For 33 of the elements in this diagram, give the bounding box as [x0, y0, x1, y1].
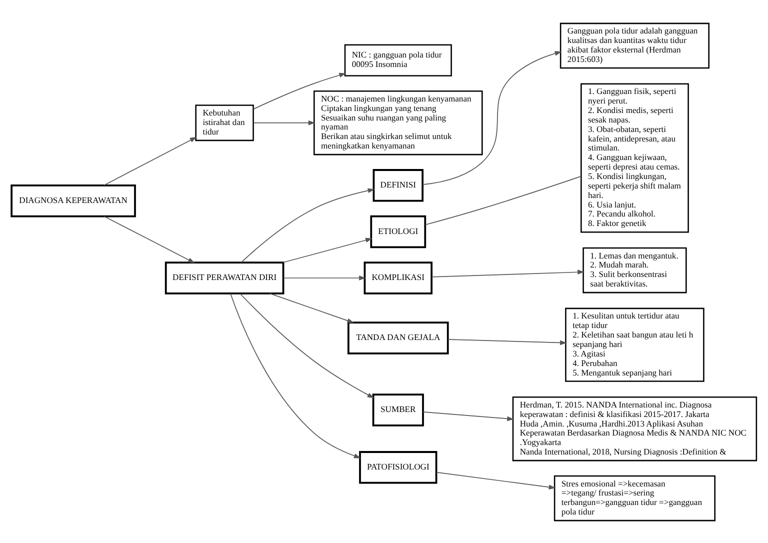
arrow — [431, 269, 584, 277]
arrow — [436, 471, 556, 490]
arrow — [282, 237, 372, 262]
node-box: 1. Lemas dan mengantuk. 2. Mudah marah. 3. Sulit berkonsentrasi saat beraktivitas. — [582, 246, 687, 293]
node-box: TANDA DAN GEJALA — [347, 321, 449, 354]
arrow — [239, 292, 374, 398]
node-box: NOC : manajemen lingkungan kenyamanan Ciptakan lingkungan yang tenang Sesuaikan suhu ruangan yang paling nyaman Berikan atau singkirkan selimut untuk meningkatkan kenyamanan — [314, 90, 483, 155]
arrow — [253, 120, 316, 125]
arrow — [282, 275, 366, 280]
node-box: DEFISIT PERAWATAN DIRI — [164, 261, 284, 294]
arrow — [230, 292, 361, 458]
arrow — [422, 411, 514, 421]
node-box: ETIOLOGI — [370, 214, 426, 248]
arrow — [252, 72, 346, 110]
node-box: KOMPLIKASI — [364, 261, 433, 294]
arrow — [104, 136, 197, 186]
node-box: Kebutuhan istirahat dan tidur — [195, 104, 254, 141]
node-box: DIAGNOSA KEPERAWATAN — [10, 184, 136, 217]
arrow — [269, 292, 354, 322]
node-box: Stres emosional =>kecemasan =>tegang/ frustasi=>sering terbangun=>gangguan tidur =>gangguan pola tidur — [554, 474, 716, 521]
node-box: PATOFISIOLOGI — [359, 450, 438, 484]
node-box: Herdman, T. 2015. NANDA International inc. Diagnosa keperawatan : definisi & klasifikasi 2015-2017. Jakarta Huda ,Amin. ,Kusuma ,Hardhi.2013 Aplikasi Asuhan Keperawatan Berdasarkan Diagnosa Medis & NANDA NIC NOC .Yogyakarta Nanda International, 2018, Nursing Diagnosis :Definition & — [512, 396, 758, 461]
node-box: 1. Gangguan fisik, seperti nyeri perut. 2. Kondisi medis, seperti sesak napas. 3. Obat-obatan, seperti kafein, antidepresan, atau stimulan. 4. Gangguan kejiwaan, seperti depresi atau cemas. 5. Kondisi lingkungan, seperti pekerja shift malam hari. 6. Usia lanjut. 7. Pecandu alkohol. 8. Faktor genetik — [580, 82, 689, 232]
connector — [424, 175, 582, 225]
node-box: Gangguan pola tidur adalah gangguan kualitsas dan kuantitas waktu tidur akibat faktor eksternal (Herdman 2015:603) — [560, 22, 710, 68]
node-box: NIC : gangguan pola tidur 00095 Insomnia — [344, 44, 452, 76]
arrow — [240, 188, 375, 262]
arrow — [422, 50, 562, 184]
node-box: DEFINISI — [372, 168, 424, 202]
node-box: 1. Kesulitan untuk tertidur atau tetap tidur 2. Keletihan saat bangun atau leti h sepanjang hari 3. Agitasi 4. Perubahan 5. Mengantuk sepanjang hari — [565, 307, 704, 382]
node-box: SUMBER — [372, 393, 424, 426]
arrow — [104, 216, 195, 263]
arrow — [448, 338, 567, 345]
